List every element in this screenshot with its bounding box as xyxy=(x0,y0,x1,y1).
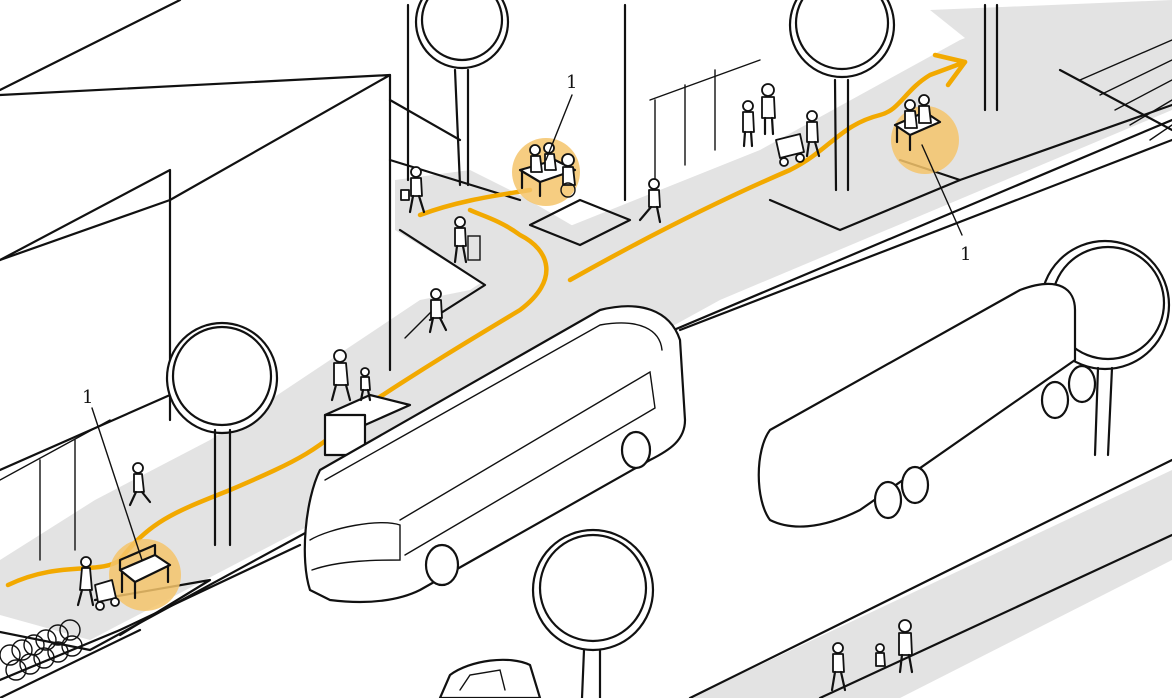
callout-label-left: 1 xyxy=(82,387,93,408)
pair-standing xyxy=(743,84,775,146)
callout-label-right: 1 xyxy=(960,244,971,265)
callout-label-center: 1 xyxy=(566,72,577,93)
car-bottom xyxy=(440,660,540,698)
bus-ghost xyxy=(759,284,1095,527)
tree-top-center xyxy=(416,0,508,185)
tree-bottom xyxy=(533,530,653,698)
